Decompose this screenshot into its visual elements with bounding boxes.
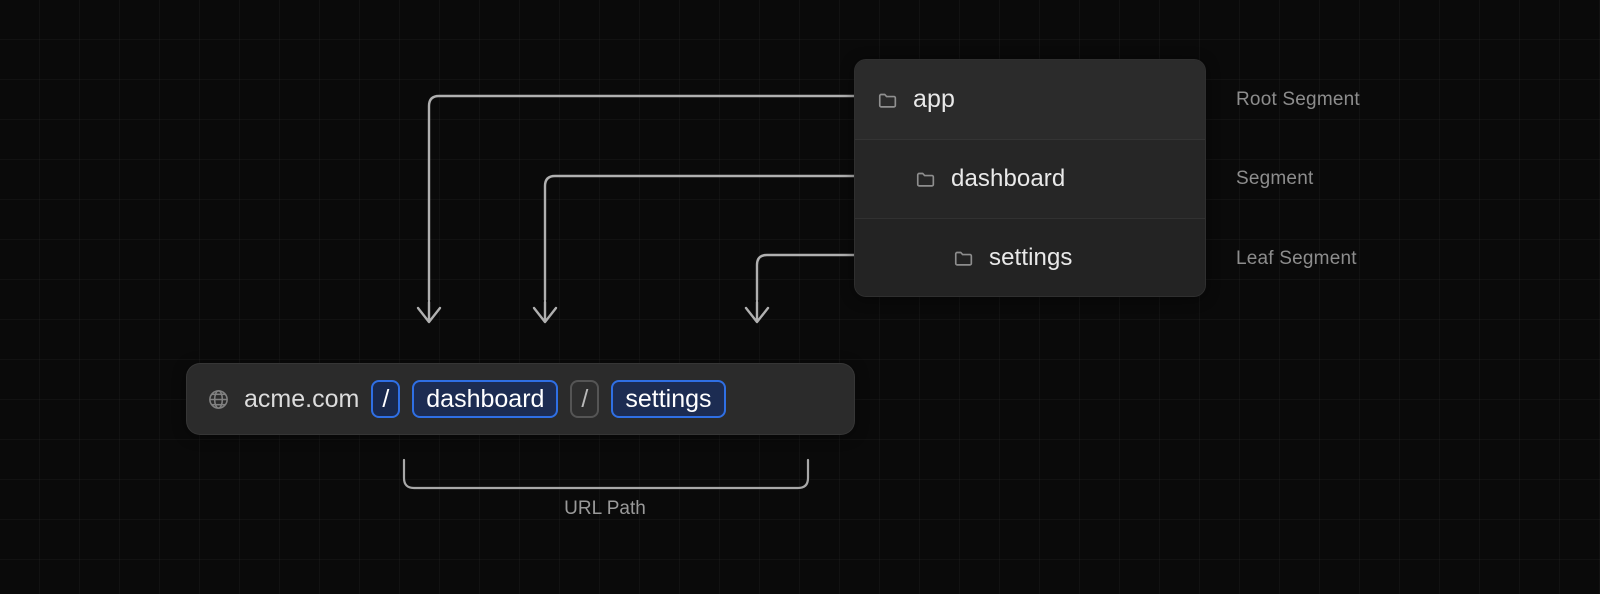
tree-row[interactable]: settings (855, 218, 1205, 296)
tree-row-label: app (913, 85, 956, 113)
url-path-label: URL Path (564, 498, 646, 519)
tree-row-label: dashboard (951, 165, 1066, 192)
folder-tree-panel: app dashboard settings (854, 59, 1206, 297)
folder-icon (878, 93, 897, 108)
annotation-leaf-segment: Leaf Segment (1236, 248, 1357, 269)
connector-dashboard-to-chip (543, 174, 856, 302)
url-path-brace (402, 458, 810, 490)
connector-settings-to-chip (755, 253, 856, 302)
folder-icon (916, 172, 935, 187)
url-separator-slash-2[interactable]: / (570, 380, 600, 418)
folder-icon (954, 251, 973, 266)
annotation-root-segment: Root Segment (1236, 89, 1360, 110)
down-arrow-icon (744, 300, 770, 324)
annotation-segment: Segment (1236, 168, 1314, 189)
url-host: acme.com (244, 384, 360, 413)
tree-row[interactable]: app (855, 60, 1205, 139)
connector-app-to-slash (427, 94, 856, 302)
tree-row[interactable]: dashboard (855, 139, 1205, 218)
down-arrow-icon (532, 300, 558, 324)
globe-icon (209, 389, 228, 409)
down-arrow-icon (416, 300, 442, 324)
tree-row-label: settings (989, 244, 1073, 271)
url-segment-dashboard[interactable]: dashboard (412, 380, 559, 418)
url-bar[interactable]: acme.com / dashboard / settings (186, 363, 855, 435)
url-separator-slash-1[interactable]: / (371, 380, 401, 418)
url-segment-settings[interactable]: settings (611, 380, 726, 418)
